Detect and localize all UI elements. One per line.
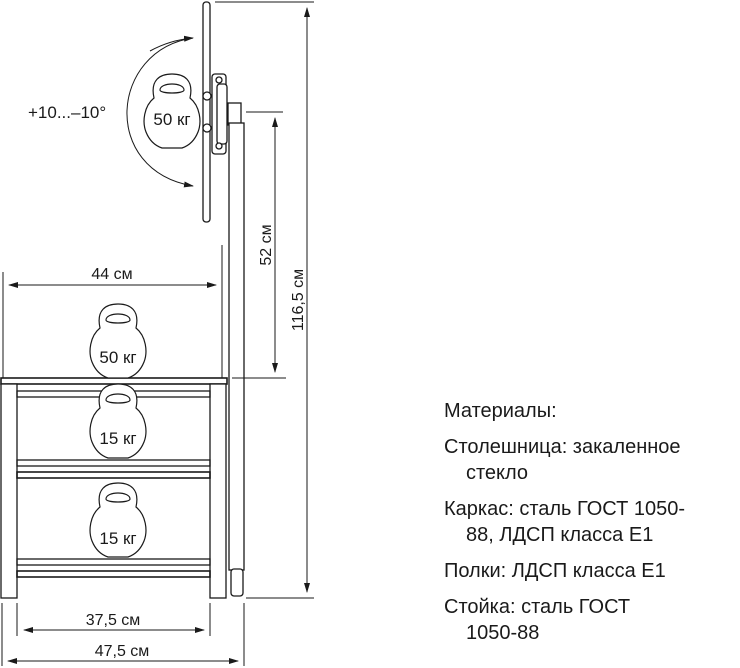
- tilt-label: +10...–10°: [28, 103, 106, 122]
- tilt-bracket: [202, 73, 242, 155]
- pole-foot: [230, 568, 244, 597]
- dim-inner-width: 37,5 см: [86, 612, 141, 629]
- kettlebell-top-shelf: 50 кг: [89, 303, 147, 379]
- materials-title: Материалы:: [444, 400, 557, 422]
- pole: [228, 122, 245, 571]
- kettlebell-middle-shelf: 15 кг: [89, 383, 147, 459]
- material-item: Каркас: сталь ГОСТ 1050-88, ЛДСП класса …: [444, 498, 685, 546]
- dim-total-height: 116,5 см: [290, 269, 307, 331]
- material-item: Полки: ЛДСП класса Е1: [444, 560, 666, 582]
- dim-total-width: 47,5 см: [95, 643, 150, 660]
- tilt-arc: [126, 37, 194, 188]
- svg-text:15 кг: 15 кг: [99, 529, 136, 548]
- svg-text:15 кг: 15 кг: [99, 429, 136, 448]
- dim-pole-height: 52 см: [258, 224, 275, 265]
- svg-text:50 кг: 50 кг: [153, 110, 190, 129]
- kettlebell-tv-mount: 50 кг: [143, 73, 201, 149]
- dim-top-width: 44 см: [91, 266, 132, 283]
- tv-panel: [202, 1, 211, 223]
- svg-text:50 кг: 50 кг: [99, 348, 136, 367]
- kettlebell-bottom-shelf: 15 кг: [89, 482, 147, 558]
